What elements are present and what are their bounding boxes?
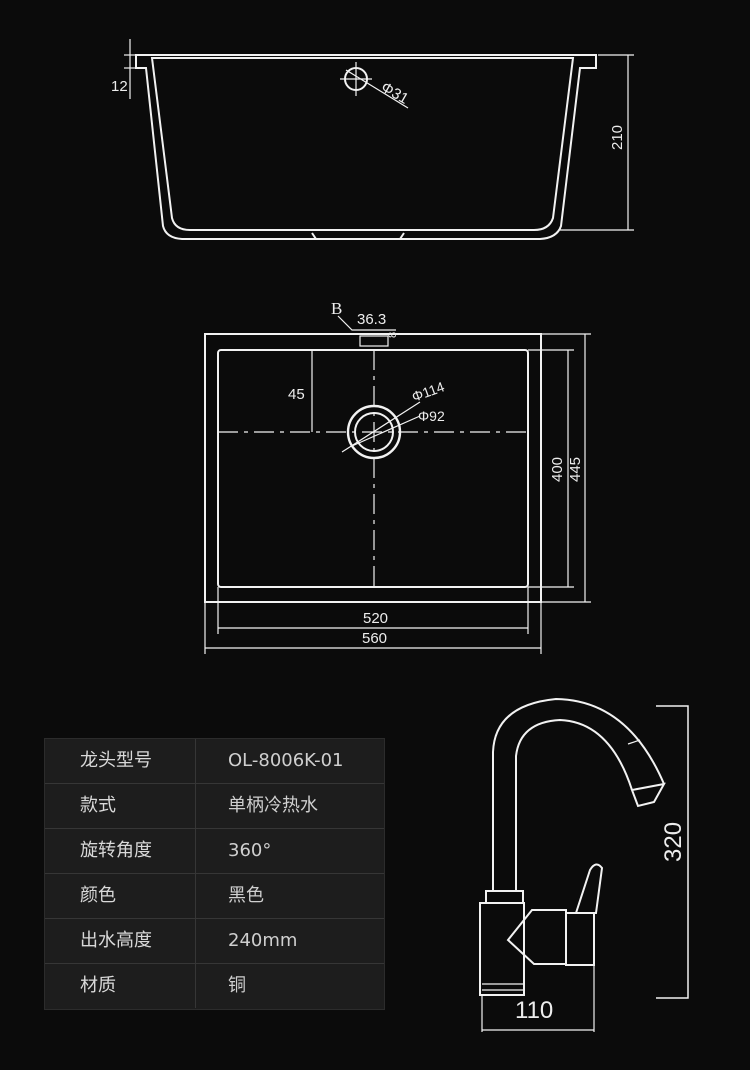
inner-width-label: 520 <box>363 610 388 627</box>
offset-label: 36.3 <box>357 311 386 328</box>
faucet-spout-inner <box>515 718 633 891</box>
faucet-spout-mark <box>627 739 641 745</box>
spec-row: 旋转角度 360° <box>45 829 384 874</box>
spec-divider <box>195 964 196 1008</box>
side-rim-label: 12 <box>111 78 128 95</box>
inner-diameter-label: Φ92 <box>418 408 445 424</box>
sink-inner-profile <box>150 57 575 231</box>
spec-row: 出水高度 240mm <box>45 919 384 964</box>
sink-top-outer <box>204 333 542 603</box>
side-drain-label: Φ31 <box>378 79 411 108</box>
faucet-valve-wedge <box>506 909 567 965</box>
spec-label: 颜色 <box>80 885 116 906</box>
spec-row: 龙头型号 OL-8006K-01 <box>45 739 384 784</box>
spec-value: 240mm <box>228 930 298 951</box>
faucet-spout-tip <box>630 782 666 808</box>
sink-top-view <box>204 315 591 654</box>
spec-row: 款式 单柄冷热水 <box>45 784 384 829</box>
corner-marker-label: B <box>331 299 342 318</box>
spec-divider <box>195 784 196 828</box>
faucet-handle <box>574 863 604 914</box>
sink-top-inner <box>217 349 529 588</box>
sink-side-view <box>124 39 634 240</box>
corner-leader <box>337 315 396 331</box>
outer-width-label: 560 <box>362 630 387 647</box>
spec-divider <box>195 919 196 963</box>
drain-leader-inner <box>351 415 421 447</box>
sink-bottom-foot <box>311 232 405 240</box>
sink-outer-profile <box>135 54 597 240</box>
corner-detail-box <box>359 335 389 347</box>
spec-table: 龙头型号 OL-8006K-01 款式 单柄冷热水 旋转角度 360° 颜色 黑… <box>44 738 385 1010</box>
spec-value: OL-8006K-01 <box>228 750 344 771</box>
side-drain-leader <box>345 69 409 109</box>
spec-label: 款式 <box>80 795 116 816</box>
spec-value: 360° <box>228 840 272 861</box>
inner-depth-label: 400 <box>549 457 566 482</box>
drain-inner-circle <box>354 412 394 452</box>
spec-value: 黑色 <box>228 885 264 906</box>
spec-divider <box>195 874 196 918</box>
spec-label: 旋转角度 <box>80 840 152 861</box>
drain-leader-outer <box>341 401 421 453</box>
faucet-height-bracket <box>656 705 689 999</box>
spec-label: 出水高度 <box>80 930 152 951</box>
small-mark-label: 8 <box>387 332 399 338</box>
spec-divider <box>195 739 196 783</box>
spec-value: 单柄冷热水 <box>228 795 318 816</box>
faucet-valve-cap <box>565 912 595 966</box>
faucet-spout-outer <box>492 697 665 891</box>
outer-diameter-label: Φ114 <box>410 378 447 405</box>
spec-label: 龙头型号 <box>80 750 152 771</box>
faucet-body <box>479 902 525 996</box>
spec-label: 材质 <box>80 975 116 996</box>
spec-row: 材质 铜 <box>45 964 384 1009</box>
drain-outer-circle <box>346 404 402 460</box>
faucet-height-label: 320 <box>660 822 687 862</box>
spec-row: 颜色 黑色 <box>45 874 384 919</box>
faucet-drawing <box>479 697 689 1032</box>
faucet-base-label: 110 <box>515 997 553 1024</box>
faucet-collar <box>485 890 524 904</box>
side-height-label: 210 <box>609 125 626 150</box>
drain-offset-label: 45 <box>288 386 305 403</box>
spec-value: 铜 <box>228 975 246 996</box>
outer-depth-label: 445 <box>567 457 584 482</box>
spec-divider <box>195 829 196 873</box>
